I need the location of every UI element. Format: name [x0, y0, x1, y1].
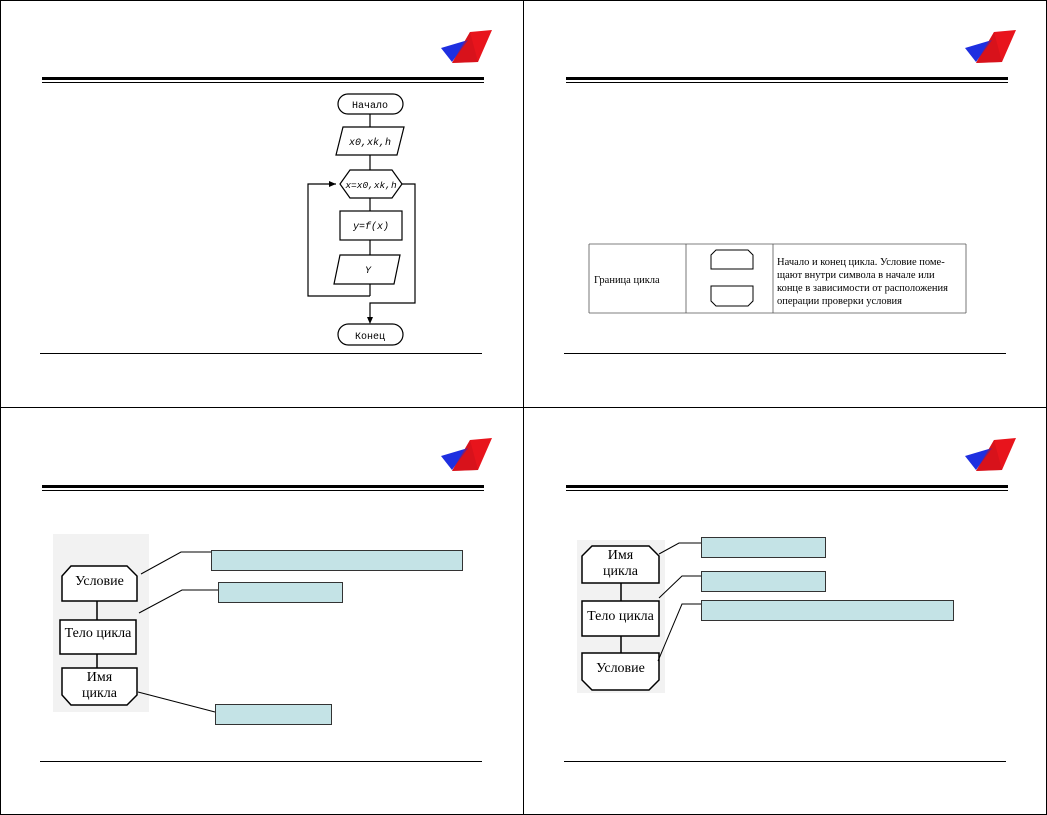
- header-rule-thin: [566, 82, 1008, 83]
- loop-hexagon: [339, 169, 403, 199]
- body-label: Тело цикла: [587, 609, 654, 624]
- output-label: Y: [365, 266, 372, 277]
- logo-icon: [441, 438, 492, 471]
- table-desc-line-3: конце в зависимости от расположения: [777, 283, 948, 294]
- process-label: y=f(x): [352, 221, 389, 233]
- callout-leaders: [137, 551, 218, 713]
- table-name-cell: Граница цикла: [594, 275, 660, 286]
- table-desc-line-2: щают внутри символа в начале или: [777, 270, 935, 281]
- input-parallelogram: [335, 126, 405, 156]
- name-label-line-2: цикла: [82, 686, 117, 701]
- condition-shape: [581, 652, 660, 691]
- name-shape: [61, 667, 138, 706]
- slide-2-canvas: [564, 30, 1016, 354]
- body-label: Тело цикла: [64, 626, 132, 641]
- name-label: Имя цикла: [62, 670, 137, 702]
- end-terminal: [337, 323, 404, 346]
- slide-1-canvas: Начало x0,xk,h x=x0,xk,h y=f(x) Y Конец: [40, 30, 492, 354]
- table-desc-line-1: Начало и конец цикла. Условие поме-: [777, 257, 945, 268]
- footer-rule: [564, 353, 1006, 354]
- horizontal-divider: [0, 407, 1047, 408]
- slide-2: Граница цикла Начало и конец цикла. Усло…: [524, 0, 1047, 407]
- callout-box-1: [701, 537, 826, 558]
- condition-label: Условие: [596, 661, 645, 676]
- callout-box-2: [218, 582, 343, 603]
- start-label: Начало: [352, 101, 388, 112]
- body-shape: [59, 619, 137, 655]
- header-rule-thin: [42, 490, 484, 491]
- condition-shape: [61, 565, 138, 602]
- slide-1: Начало x0,xk,h x=x0,xk,h y=f(x) Y Конец: [0, 0, 523, 407]
- loop-end-symbol: [710, 285, 754, 307]
- slide-3-canvas: [40, 438, 492, 762]
- callout-box-1: [211, 550, 463, 571]
- name-label-line-2: цикла: [603, 564, 638, 579]
- header-rule-thick: [42, 77, 484, 80]
- callout-leaders: [657, 542, 702, 662]
- callout-box-3: [701, 600, 954, 621]
- logo-icon: [965, 30, 1016, 63]
- slide-4-canvas: [564, 438, 1016, 762]
- header-rule-thin: [42, 82, 484, 83]
- flowchart: [307, 93, 416, 346]
- process-box: [339, 210, 403, 241]
- input-label: x0,xk,h: [348, 137, 391, 149]
- header-rule-thick: [566, 77, 1008, 80]
- table-desc-line-4: операции проверки условия: [777, 296, 903, 307]
- header-rule-thin: [566, 490, 1008, 491]
- loop-start-symbol: [710, 249, 754, 270]
- footer-rule: [40, 761, 482, 762]
- footer-rule: [564, 761, 1006, 762]
- output-parallelogram: [333, 254, 401, 285]
- name-label: Имя цикла: [582, 548, 659, 580]
- end-label: Конец: [355, 332, 385, 343]
- symbol-table: [588, 243, 967, 314]
- name-label-line-1: Имя: [86, 670, 113, 685]
- condition-label: Условие: [75, 574, 124, 589]
- name-label-line-1: Имя: [607, 548, 634, 563]
- footer-rule: [40, 353, 482, 354]
- callout-box-3: [215, 704, 332, 725]
- loop-label: x=x0,xk,h: [344, 180, 397, 191]
- name-shape: [581, 545, 660, 584]
- header-rule-thick: [566, 485, 1008, 488]
- header-rule-thick: [42, 485, 484, 488]
- slide-3: Условие Тело цикла Имя цикла: [0, 408, 523, 815]
- slide-4: Имя цикла Тело цикла Условие: [524, 408, 1047, 815]
- logo-icon: [441, 30, 492, 63]
- callout-box-2: [701, 571, 826, 592]
- logo-icon: [965, 438, 1016, 471]
